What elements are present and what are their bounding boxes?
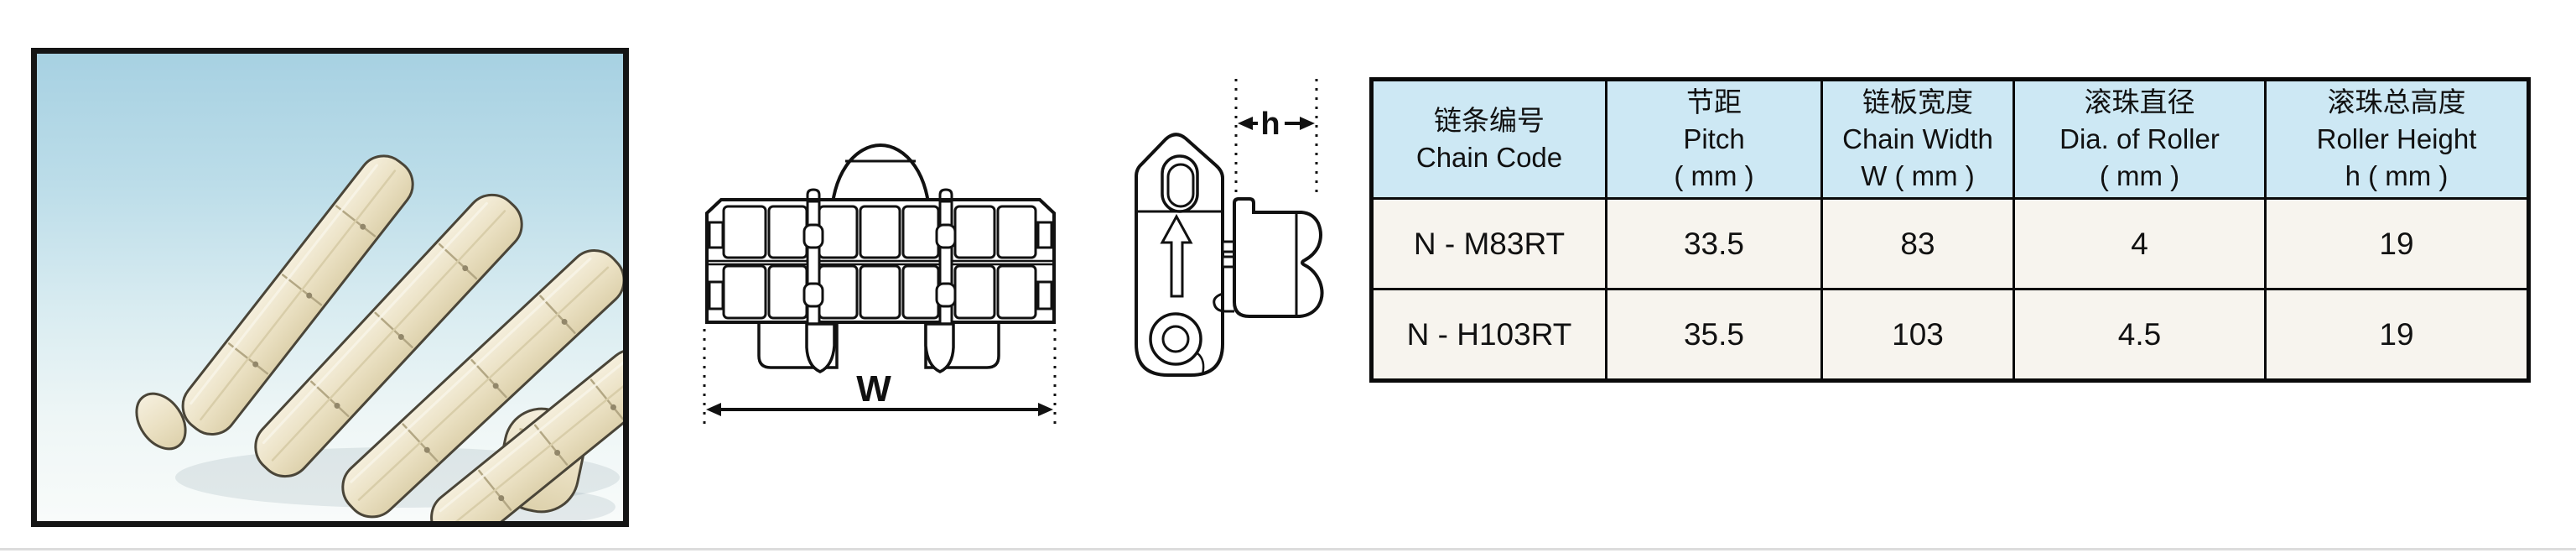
cell-pitch: 35.5 (1605, 288, 1823, 382)
pin-hole-outer (1149, 312, 1202, 366)
chain-part-strips (181, 154, 623, 521)
slot-hole-outer (1161, 154, 1199, 213)
cell-chain-width: 83 (1820, 197, 2015, 290)
cell-roller-dia: 4 (2012, 197, 2267, 290)
cell-roller-dia: 4.5 (2012, 288, 2267, 382)
cell-chain-width: 103 (1820, 288, 2015, 382)
page-bottom-rule (0, 548, 2576, 550)
cell-roller-height: 19 (2264, 197, 2530, 290)
chain-part-nub (135, 392, 187, 451)
product-photo (135, 154, 623, 521)
header-cn: 节距 (1686, 86, 1742, 117)
w-dimension (703, 329, 1057, 424)
side-clips (708, 221, 1053, 310)
table-row: N - M83RT 33.5 83 4 19 (1370, 197, 2530, 290)
header-unit: W ( mm ) (1861, 160, 1975, 191)
guide-tongues (757, 322, 1000, 373)
header-en: Chain Width (1842, 123, 1993, 154)
header-unit: ( mm ) (2099, 160, 2180, 191)
header-en: Dia. of Roller (2059, 123, 2220, 154)
w-dim-label: W (856, 368, 891, 410)
h-dimension (1234, 79, 1318, 208)
header-en: Pitch (1683, 123, 1745, 154)
table-row: N - H103RT 35.5 103 4.5 19 (1370, 288, 2530, 382)
direction-arrow-icon (1160, 213, 1193, 298)
latch-curve (1213, 292, 1234, 313)
slot-hole-inner (1166, 163, 1195, 208)
header-unit: ( mm ) (1674, 160, 1754, 191)
header-cn: 链板宽度 (1862, 86, 1973, 117)
hinge-pins (802, 188, 957, 334)
table-header-row: 链条编号 Chain Code 节距 Pitch ( mm ) 链板宽度 Cha… (1370, 78, 2530, 200)
cell-chain-code: N - H103RT (1370, 288, 1607, 382)
header-en: Roller Height (2316, 123, 2477, 154)
cell-chain-code: N - M83RT (1370, 197, 1607, 290)
col-header-pitch: 节距 Pitch ( mm ) (1605, 78, 1823, 200)
roller-profile-outline (1233, 197, 1324, 318)
side-view-drawing: h (1135, 79, 1324, 377)
cell-roller-height: 19 (2264, 288, 2530, 382)
col-header-roller-height: 滚珠总高度 Roller Height h ( mm ) (2264, 78, 2530, 200)
product-photo-frame (31, 48, 629, 527)
header-cn: 链条编号 (1434, 105, 1545, 136)
header-cn: 滚珠直径 (2084, 86, 2195, 117)
front-view-drawing: W (703, 143, 1057, 424)
header-en: Chain Code (1415, 142, 1563, 173)
pin-hole-inner (1161, 325, 1190, 353)
col-header-chain-code: 链条编号 Chain Code (1370, 78, 1607, 200)
h-dim-label: h (1260, 107, 1280, 142)
col-header-roller-dia: 滚珠直径 Dia. of Roller ( mm ) (2012, 78, 2267, 200)
header-unit: h ( mm ) (2345, 160, 2449, 191)
col-header-chain-width: 链板宽度 Chain Width W ( mm ) (1820, 78, 2015, 200)
header-cn: 滚珠总高度 (2327, 86, 2466, 117)
spec-table: 链条编号 Chain Code 节距 Pitch ( mm ) 链板宽度 Cha… (1369, 77, 2531, 383)
cell-pitch: 33.5 (1605, 197, 1823, 290)
